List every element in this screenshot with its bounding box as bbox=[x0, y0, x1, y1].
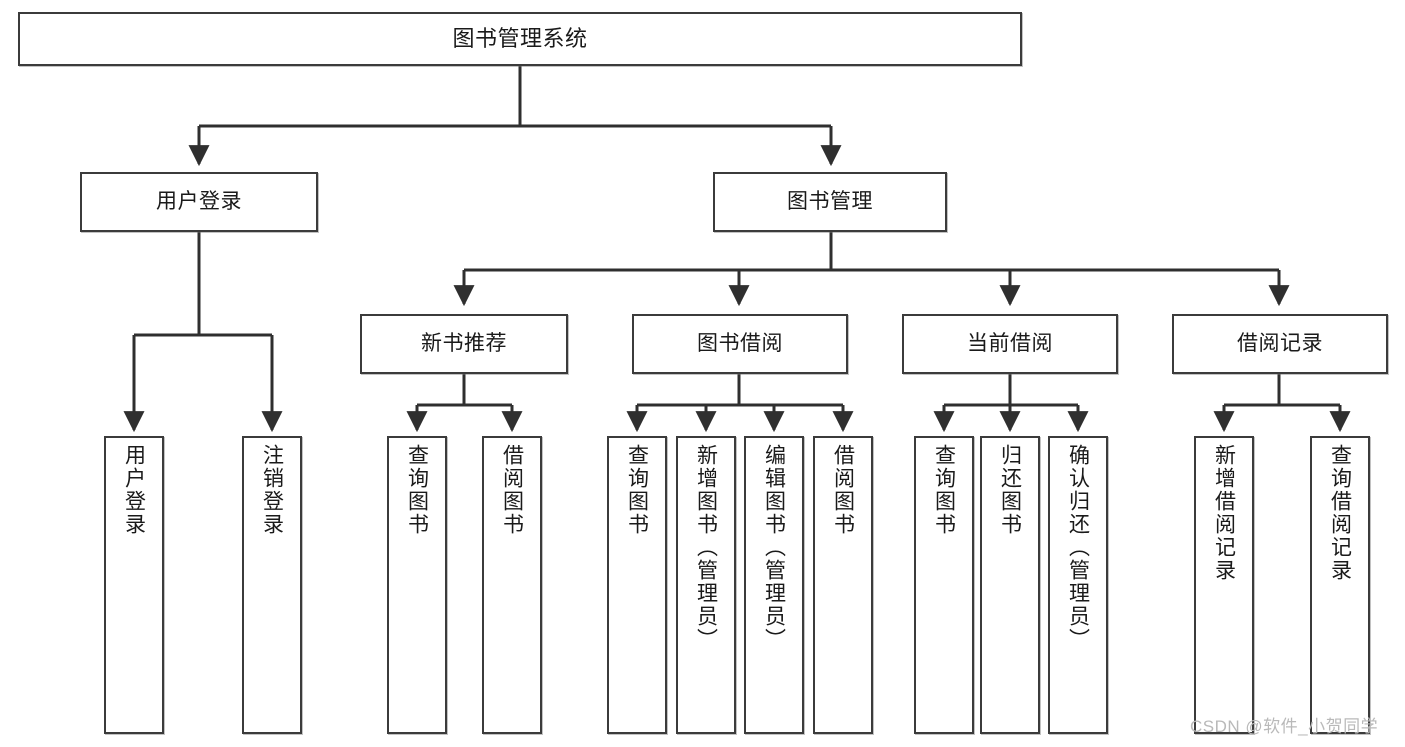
node-label: 当前借阅 bbox=[967, 331, 1053, 355]
node-label: 借阅图书 bbox=[831, 444, 855, 536]
node-root-system[interactable]: 图书管理系统 bbox=[18, 12, 1022, 66]
node-label: 用户登录 bbox=[156, 189, 242, 213]
node-label: 借阅图书 bbox=[500, 444, 524, 536]
node-label: 新增借阅记录 bbox=[1212, 444, 1236, 582]
leaf-current-confirm-return-admin[interactable]: 确认归还（管理员） bbox=[1048, 436, 1108, 734]
leaf-current-query-book[interactable]: 查询图书 bbox=[914, 436, 974, 734]
leaf-recommend-borrow-book[interactable]: 借阅图书 bbox=[482, 436, 542, 734]
node-borrow-records[interactable]: 借阅记录 bbox=[1172, 314, 1388, 374]
node-label: 图书管理系统 bbox=[452, 26, 588, 52]
leaf-user-logout[interactable]: 注销登录 bbox=[242, 436, 302, 734]
node-current-borrow[interactable]: 当前借阅 bbox=[902, 314, 1118, 374]
leaf-current-return-book[interactable]: 归还图书 bbox=[980, 436, 1040, 734]
node-label: 借阅记录 bbox=[1237, 331, 1323, 355]
leaf-records-add-record[interactable]: 新增借阅记录 bbox=[1194, 436, 1254, 734]
node-book-borrow[interactable]: 图书借阅 bbox=[632, 314, 848, 374]
leaf-borrow-add-book-admin[interactable]: 新增图书（管理员） bbox=[676, 436, 736, 734]
node-label: 注销登录 bbox=[260, 444, 284, 536]
node-label: 图书借阅 bbox=[697, 331, 783, 355]
node-label: 新增图书（管理员） bbox=[694, 444, 718, 651]
node-label: 归还图书 bbox=[998, 444, 1022, 536]
node-label: 查询图书 bbox=[625, 444, 649, 536]
csdn-watermark: CSDN @软件_小贺同学 bbox=[1190, 717, 1379, 736]
leaf-borrow-edit-book-admin[interactable]: 编辑图书（管理员） bbox=[744, 436, 804, 734]
leaf-records-query-record[interactable]: 查询借阅记录 bbox=[1310, 436, 1370, 734]
leaf-borrow-borrow-book[interactable]: 借阅图书 bbox=[813, 436, 873, 734]
node-label: 查询借阅记录 bbox=[1328, 444, 1352, 582]
node-user-login[interactable]: 用户登录 bbox=[80, 172, 318, 232]
node-book-management[interactable]: 图书管理 bbox=[713, 172, 947, 232]
node-label: 用户登录 bbox=[122, 444, 146, 536]
node-label: 编辑图书（管理员） bbox=[762, 444, 786, 651]
leaf-recommend-query-book[interactable]: 查询图书 bbox=[387, 436, 447, 734]
leaf-user-login[interactable]: 用户登录 bbox=[104, 436, 164, 734]
leaf-borrow-query-book[interactable]: 查询图书 bbox=[607, 436, 667, 734]
node-label: 确认归还（管理员） bbox=[1066, 444, 1090, 651]
node-label: 新书推荐 bbox=[421, 331, 507, 355]
node-label: 查询图书 bbox=[405, 444, 429, 536]
node-label: 查询图书 bbox=[932, 444, 956, 536]
node-new-book-recommend[interactable]: 新书推荐 bbox=[360, 314, 568, 374]
node-label: 图书管理 bbox=[787, 189, 873, 213]
